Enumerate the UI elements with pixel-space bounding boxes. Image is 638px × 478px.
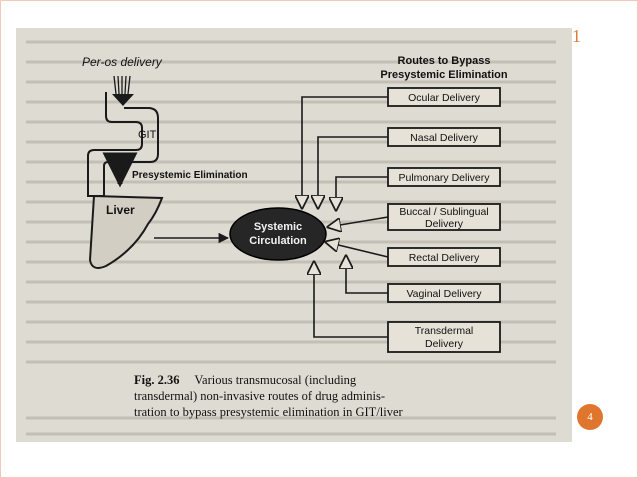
route-label: Ocular Delivery [408,92,481,104]
route-box-pulmonary: Pulmonary Delivery [387,167,501,187]
caption-line1: Fig. 2.36 Various transmucosal (includin… [134,373,357,387]
route-box-ocular: Ocular Delivery [387,87,501,107]
textbook-photo: Per-os delivery GIT Presystemic Eliminat… [16,28,572,442]
caption-line2: transdermal) non-invasive routes of drug… [134,389,385,403]
vaginal-arrow [346,256,388,294]
route-label-line2: Delivery [425,218,464,230]
presystemic-label: Presystemic Elimination [132,170,248,181]
page-number-badge: 4 [577,404,603,430]
route-label: Nasal Delivery [410,132,478,144]
systemic-circulation-line1: Systemic [254,221,302,233]
route-label: Buccal / Sublingual [399,206,488,218]
route-label: Pulmonary Delivery [398,172,490,184]
slide-corner-number: 1 [572,26,581,46]
route-box-buccal-sublingual: Buccal / Sublingual Delivery [387,203,501,231]
git-tube [87,92,159,197]
route-box-rectal: Rectal Delivery [387,247,501,267]
rectal-arrow [326,242,389,258]
route-box-vaginal: Vaginal Delivery [387,283,501,303]
per-os-label: Per-os delivery [82,55,163,69]
route-arrows [302,96,389,338]
liver-shape [88,194,164,269]
route-label: Vaginal Delivery [406,288,482,300]
per-os-down-arrow [112,94,134,106]
routes-header-line2: Presystemic Elimination [380,69,507,81]
systemic-circulation-line2: Circulation [249,235,307,247]
caption-text-line1: Various transmucosal (including [194,373,357,387]
route-label-line2: Delivery [425,338,464,350]
route-label: Transdermal [415,325,474,337]
systemic-circulation-ellipse [229,207,327,261]
route-box-nasal: Nasal Delivery [387,127,501,147]
route-box-transdermal: Transdermal Delivery [387,321,501,353]
per-os-chute [113,75,131,95]
figure-label: Fig. 2.36 [134,373,179,387]
route-label: Rectal Delivery [409,252,480,264]
git-label: GIT [138,129,157,141]
routes-header-line1: Routes to Bypass [398,55,491,67]
transdermal-arrow [314,262,388,338]
nasal-arrow [318,136,388,208]
liver-label: Liver [106,203,135,217]
pulmonary-arrow [336,176,388,210]
buccal-arrow [328,216,389,227]
caption-line3: tration to bypass presystemic eliminatio… [134,405,404,419]
ocular-arrow [302,96,388,208]
